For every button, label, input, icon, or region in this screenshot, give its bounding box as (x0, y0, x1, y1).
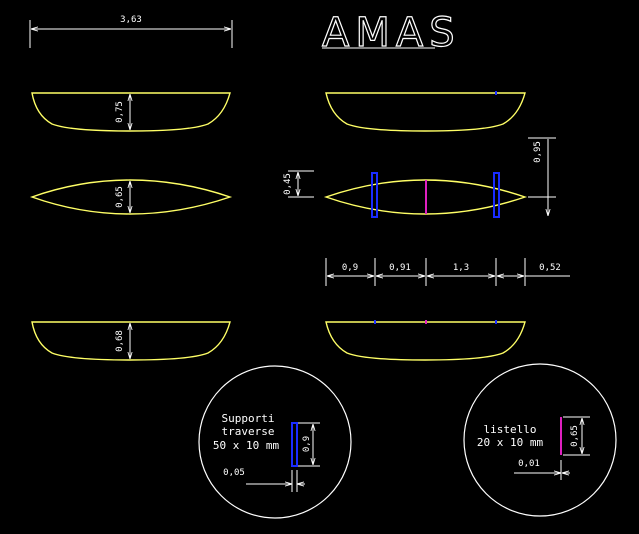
support-height-label: 0,9 (302, 436, 312, 452)
hull-side-view-left-bottom: 0,68 (31, 321, 231, 361)
support-beam-section (291, 422, 298, 467)
hull-side-view-left-top: 0,75 (31, 92, 231, 132)
chain-label-4: 0,52 (539, 263, 561, 273)
hull-side-view-right-top (325, 91, 526, 132)
chain-dimension: 0,9 0,91 1,3 0,52 (325, 258, 570, 286)
detail-strip-circle: listello 20 x 10 mm 0,65 0,01 (463, 363, 617, 517)
support-beam-front (371, 172, 378, 218)
side-height-dimension: 0,95 (528, 137, 556, 216)
chain-label-3: 1,3 (453, 263, 469, 273)
detail-supports-circle: Supporti traverse 50 x 10 mm 0,9 0,05 (198, 365, 352, 519)
hull-side-view-right-bottom (325, 320, 526, 361)
strip-width-label: 0,01 (518, 459, 540, 469)
supports-label-line2: traverse (222, 425, 275, 438)
chain-label-1: 0,9 (342, 263, 358, 273)
chain-label-2: 0,91 (389, 263, 411, 273)
strip-label-line2: 20 x 10 mm (477, 436, 544, 449)
supports-label-line1: Supporti (222, 412, 275, 425)
section-bottom-depth-label: 0,68 (115, 330, 125, 352)
beam-height-label: 0,45 (283, 173, 293, 195)
strip-height-label: 0,65 (570, 425, 580, 447)
drawing-title: AMAS (322, 10, 461, 56)
side-height-label: 0,95 (533, 141, 543, 163)
strip-label-line1: listello (484, 423, 537, 436)
section-top-depth-label: 0,75 (115, 101, 125, 123)
hull-plan-view-left: 0,65 (29, 179, 233, 215)
section-mid-depth-label: 0,65 (115, 186, 125, 208)
overall-length-label: 3,63 (120, 15, 142, 25)
supports-label-line3: 50 x 10 mm (213, 439, 280, 452)
hull-plan-view-right (323, 172, 528, 218)
support-width-label: 0,05 (223, 468, 245, 478)
beam-height-dimension: 0,45 (283, 170, 314, 198)
support-beam-rear (493, 172, 500, 218)
overall-length-dimension: 3,63 (29, 15, 233, 48)
